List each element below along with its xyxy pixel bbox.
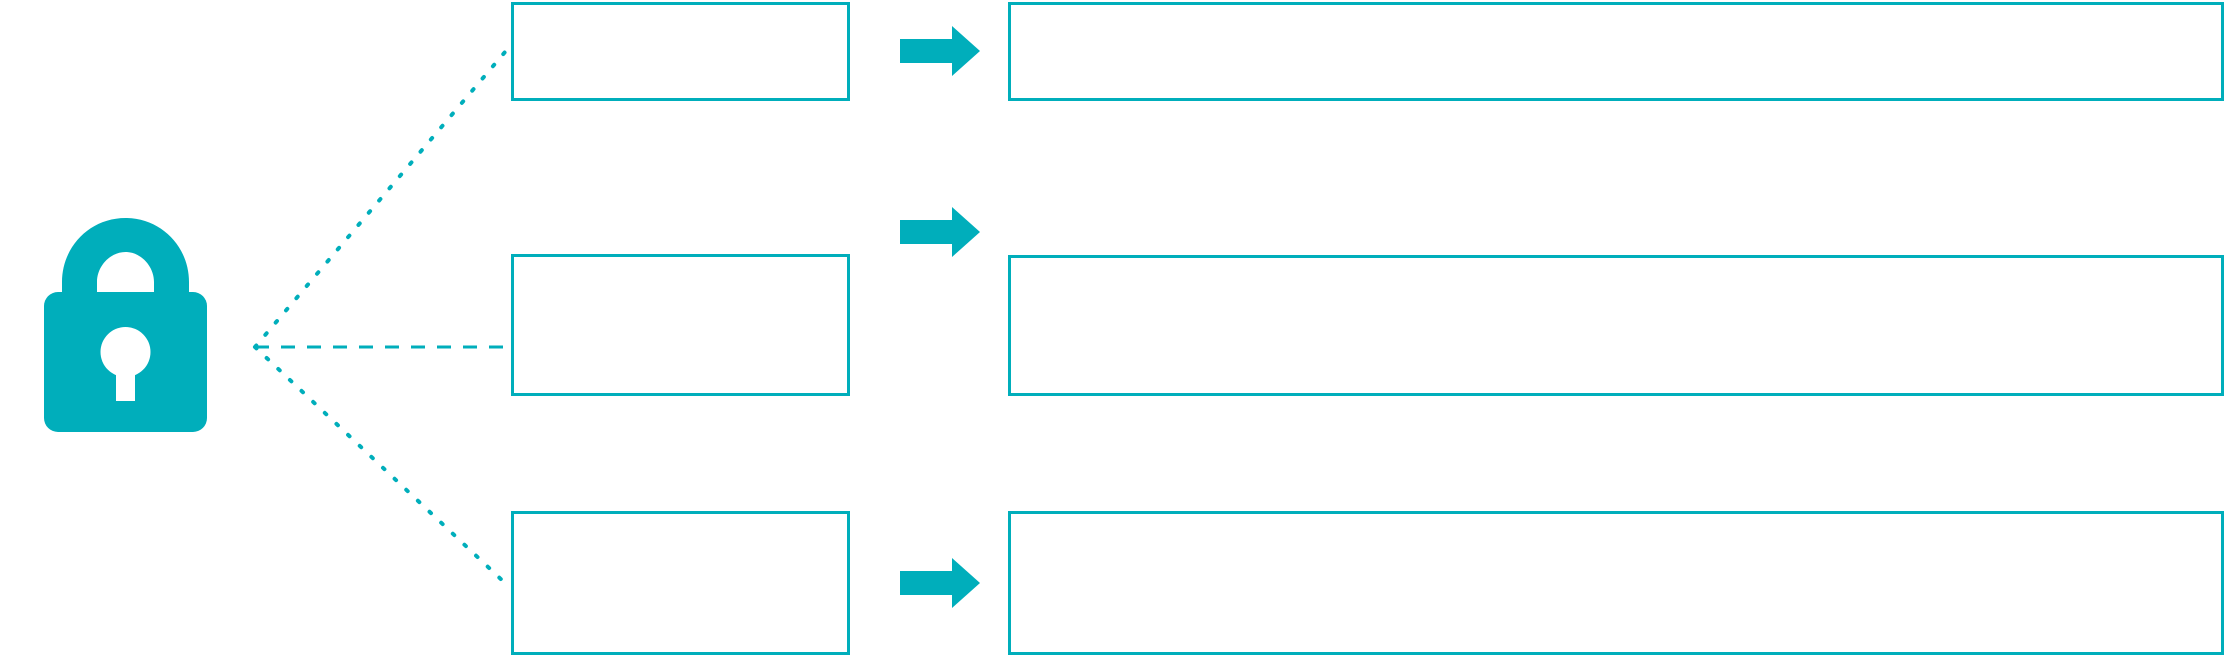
left-box-row-2[interactable] <box>511 254 850 396</box>
connector-lines <box>253 50 507 585</box>
left-box-row-3[interactable] <box>511 511 850 655</box>
right-arrow-icon <box>900 207 980 257</box>
padlock-icon <box>44 218 207 432</box>
right-box-row-1[interactable] <box>1008 2 2224 101</box>
flow-arrows <box>900 26 980 608</box>
connector-line-top <box>253 50 507 349</box>
connector-line-bottom <box>253 345 507 585</box>
right-box-row-2[interactable] <box>1008 255 2224 396</box>
right-box-row-3[interactable] <box>1008 511 2224 655</box>
right-arrow-icon <box>900 26 980 76</box>
right-arrow-icon <box>900 558 980 608</box>
left-box-row-1[interactable] <box>511 2 850 101</box>
